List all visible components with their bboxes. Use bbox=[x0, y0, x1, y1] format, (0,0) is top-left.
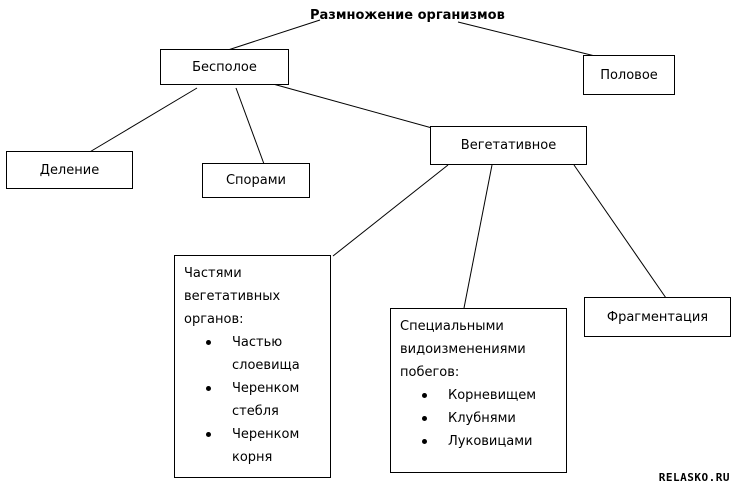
edge-asexual-division bbox=[87, 87, 198, 154]
node-asexual: Бесполое bbox=[160, 49, 289, 85]
modifications-line: видоизменениями bbox=[400, 342, 526, 357]
list-item-text: Клубнями bbox=[448, 411, 516, 426]
edge-title-sexual bbox=[457, 21, 604, 59]
list-item-text: Черенком bbox=[232, 381, 300, 396]
modifications-line: побегов: bbox=[400, 365, 460, 380]
node-vegetative: Вегетативное bbox=[430, 126, 587, 165]
watermark: RELASKO.RU bbox=[658, 471, 730, 484]
list-item: Частью слоевища bbox=[184, 331, 330, 377]
list-item-text: корня bbox=[232, 450, 273, 465]
list-item: Корневищем bbox=[400, 384, 566, 407]
node-fragmentation: Фрагментация bbox=[584, 297, 731, 337]
bullet-icon bbox=[422, 416, 427, 421]
list-item: Луковицами bbox=[400, 430, 566, 453]
edge-title-asexual bbox=[227, 19, 321, 51]
node-division-label: Деление bbox=[39, 162, 100, 178]
list-item-text: Корневищем bbox=[448, 388, 537, 403]
veg-organs-list: Частью слоевища Черенком стебля Черенком… bbox=[184, 331, 330, 469]
modifications-line: Специальными bbox=[400, 319, 504, 334]
bullet-icon bbox=[422, 439, 427, 444]
list-item-text: слоевища bbox=[232, 358, 300, 373]
bullet-icon bbox=[206, 386, 211, 391]
node-fragmentation-label: Фрагментация bbox=[606, 309, 709, 325]
bullet-icon bbox=[206, 432, 211, 437]
node-modifications: Специальными видоизменениями побегов: Ко… bbox=[390, 308, 567, 473]
node-spores-label: Спорами bbox=[225, 173, 286, 188]
list-item-text: стебля bbox=[232, 404, 279, 419]
node-vegetative-label: Вегетативное bbox=[460, 138, 557, 153]
list-item: Черенком корня bbox=[184, 423, 330, 469]
node-spores: Спорами bbox=[202, 163, 310, 198]
edge-vegetative-veg-organs bbox=[332, 164, 449, 257]
node-veg-organs: Частями вегетативных органов: Частью сло… bbox=[174, 255, 331, 478]
diagram-title: Размножение организмов bbox=[310, 8, 505, 23]
node-sexual-label: Половое bbox=[600, 67, 658, 83]
edge-asexual-spores bbox=[235, 87, 265, 165]
veg-organs-line: Частями bbox=[184, 266, 242, 281]
veg-organs-line: органов: bbox=[184, 312, 244, 327]
edge-vegetative-modifications bbox=[463, 164, 493, 309]
bullet-icon bbox=[206, 340, 211, 345]
edge-asexual-vegetative bbox=[272, 83, 433, 129]
veg-organs-line: вегетативных bbox=[184, 289, 281, 304]
node-sexual: Половое bbox=[583, 55, 675, 95]
bullet-icon bbox=[422, 393, 427, 398]
modifications-list: Корневищем Клубнями Луковицами bbox=[400, 384, 566, 453]
list-item-text: Частью bbox=[232, 335, 283, 350]
edge-vegetative-fragmentation bbox=[573, 164, 667, 299]
node-asexual-label: Бесполое bbox=[192, 59, 257, 75]
list-item-text: Черенком bbox=[232, 427, 300, 442]
list-item: Клубнями bbox=[400, 407, 566, 430]
node-division: Деление bbox=[6, 151, 133, 189]
list-item: Черенком стебля bbox=[184, 377, 330, 423]
list-item-text: Луковицами bbox=[448, 434, 533, 449]
